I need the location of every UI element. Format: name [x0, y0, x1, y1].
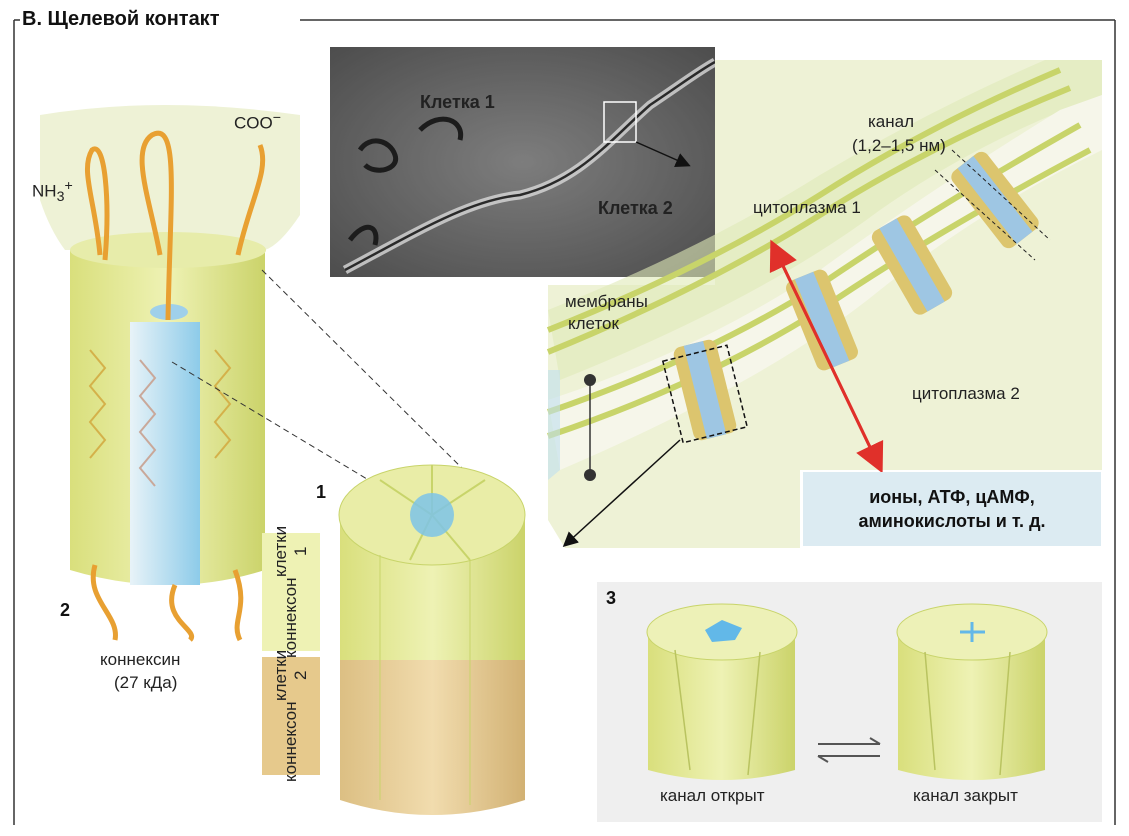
connexon-number: 1 [316, 482, 327, 502]
channel-size-label: (1,2–1,5 нм) [852, 136, 946, 155]
membranes-label: мембраны [565, 292, 648, 311]
connexon-cell1-label: коннексон клетки 1 [262, 526, 320, 658]
frame [13, 19, 1116, 825]
open-channel [646, 603, 798, 780]
connexon-cell2-label: коннексон клетки 2 [262, 650, 320, 782]
molecules-line-1: ионы, АТФ, цАМФ, [869, 487, 1035, 507]
coo-superscript: − [272, 110, 282, 126]
coo-text: COO [234, 113, 273, 133]
connexin-number: 2 [60, 600, 71, 620]
molecules-line-2: аминокислоты и т. д. [858, 511, 1046, 531]
section-title: В. Щелевой контакт [22, 8, 228, 31]
connexin-name: коннексин [100, 650, 181, 669]
channel-open-label: канал открыт [660, 786, 765, 805]
connexon-illustration [338, 464, 526, 815]
coo-label: COO− [234, 110, 281, 134]
connexon-cell1-line2: клетки 1 [271, 526, 310, 578]
cytoplasm1-label: цитоплазма 1 [753, 198, 861, 217]
nh3-subscript: 3 [56, 189, 65, 206]
channel-closed-label: канал закрыт [913, 786, 1018, 805]
cell1-label: Клетка 1 [420, 92, 495, 112]
channel-pair-1 [673, 339, 737, 441]
channel-label: канал [868, 112, 915, 131]
gating-panel [597, 582, 1102, 822]
connexon-cell1-box [262, 533, 320, 651]
connexon-cell2-box [262, 657, 320, 775]
channel-pair-2 [786, 269, 858, 371]
gating-number: 3 [606, 588, 617, 608]
channel-pair-3 [871, 215, 953, 315]
channel-pair-4 [951, 151, 1039, 249]
nh3-text: NH [32, 181, 57, 201]
connexin-mass: (27 кДа) [114, 673, 178, 692]
connexon-cell2-line2: клетки 2 [271, 650, 310, 702]
molecules-box: ионы, АТФ, цАМФ, аминокислоты и т. д. [803, 472, 1101, 546]
equilibrium-arrows-icon [817, 737, 881, 763]
channel-diagram [546, 60, 1102, 548]
nh3-label: NH3+ [32, 178, 73, 205]
nh3-superscript: + [64, 178, 73, 194]
electron-micrograph [330, 47, 718, 277]
connexin-illustration [40, 105, 473, 642]
connexon-cell1-line1: коннексон [281, 577, 300, 658]
cytoplasm2-label: цитоплазма 2 [912, 384, 1020, 403]
membranes-label-2: клеток [568, 314, 619, 333]
connexon-cell2-line1: коннексон [281, 701, 300, 782]
closed-channel [896, 603, 1048, 780]
cell2-label: Клетка 2 [598, 198, 673, 218]
